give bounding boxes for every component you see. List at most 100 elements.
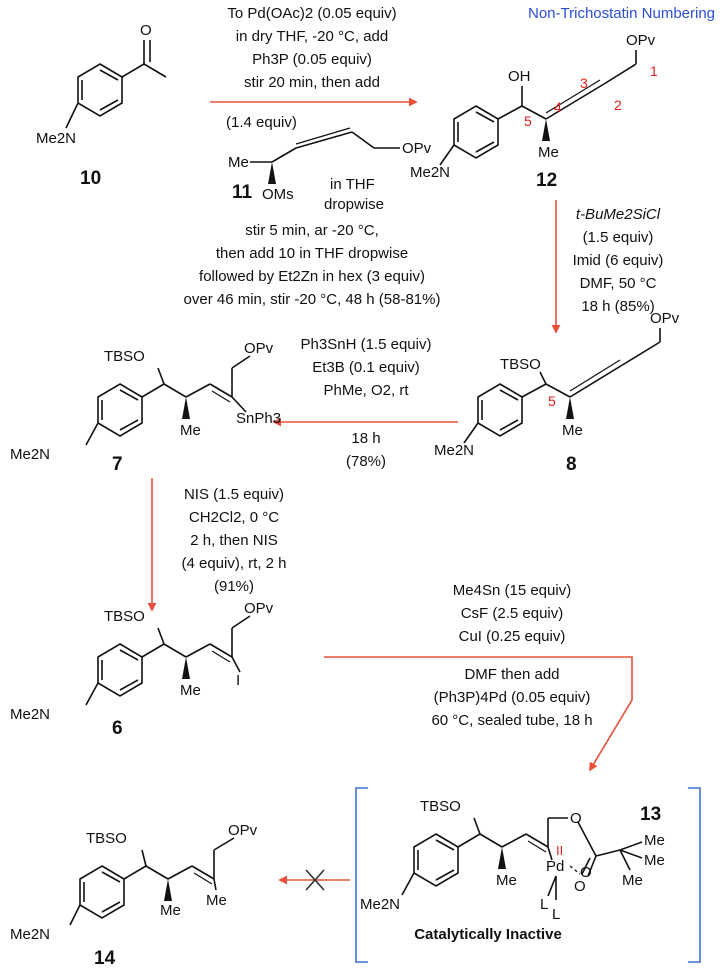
step1-condition-line-7: followed by Et2Zn in hex (3 equiv) [199,268,425,285]
compound-11-label: 11 [232,182,253,203]
c13-carbonyl-oxygen: O [580,864,592,881]
compound-12-structure [439,50,637,166]
c7-methyl-group: Me [180,422,201,439]
compound-13-wedge-bond [498,847,506,869]
cross-mark-icon [305,869,325,891]
c7-triphenylstannyl-group: SnPh3 [236,410,282,427]
step1-condition-line-2: in dry THF, -20 °C, add [235,28,389,45]
step5-condition-line-4: DMF then add [464,666,560,683]
reagent-11-addition: dropwise [324,196,385,213]
c10-dimethylamino-group: Me2N [36,130,77,147]
reagent-11-solvent: in THF [330,176,375,193]
reagent-11-equiv: (1.4 equiv) [226,114,297,131]
step3-condition-line-1: Ph3SnH (1.5 equiv) [300,336,432,353]
step4-condition-line-2: CH2Cl2, 0 °C [188,509,280,526]
c8-silyl-ether-group: TBSO [500,356,541,373]
c13-tbu-methyl-2: Me [644,852,665,869]
step5-condition-line-5: (Ph3P)4Pd (0.05 equiv) [433,689,591,706]
step4-condition-line-1: NIS (1.5 equiv) [183,486,285,503]
compound-14-wedge-bond [164,879,172,901]
compound-7-structure [85,355,251,446]
c12-methyl-group: Me [538,144,559,161]
compound-8-wedge-bond [566,397,574,419]
c12-carbon-number-1: 1 [650,63,658,79]
c6-silyl-ether-group: TBSO [104,608,145,625]
c13-dimethylamino-group: Me2N [360,896,401,913]
compound-11-wedge-bond [268,162,276,184]
c13-methyl-group: Me [496,872,517,889]
step5-condition-line-3: CuI (0.25 equiv) [458,628,566,645]
compound-10-label: 10 [80,168,102,189]
step1-condition-line-1: To Pd(OAc)2 (0.05 equiv) [227,5,397,22]
step1-condition-line-8: over 46 min, stir -20 °C, 48 h (58-81%) [183,291,441,308]
c13-ester-carbonyl-oxygen: O [574,878,586,895]
step2-condition-line-4: DMF, 50 °C [579,275,657,292]
step5-condition-line-6: 60 °C, sealed tube, 18 h [431,712,593,729]
compound-11-structure [250,127,400,163]
compound-8-label: 8 [566,454,577,475]
step1-condition-line-5: stir 5 min, ar -20 °C, [245,222,379,239]
c12-hydroxyl-group: OH [508,68,531,85]
c8-carbon-number-5: 5 [548,393,556,409]
step4-condition-line-3: 2 h, then NIS [190,532,278,549]
c14-pivalate-group: OPv [228,822,258,839]
c13-ligand-1: L [540,896,549,913]
step2-condition-line-2: (1.5 equiv) [582,229,654,246]
compound-13-pd-o-dative-bond [569,865,581,875]
c13-ester-oxygen: O [570,810,582,827]
step2-condition-line-1: t-BuMe2SiCl [575,206,661,223]
c13-caption: Catalytically Inactive [414,926,562,943]
c14-methyl-group-1: Me [160,902,181,919]
compound-10-structure [65,40,167,129]
compound-13-structure [401,817,643,900]
c12-carbon-number-3: 3 [580,75,588,91]
compound-6-label: 6 [112,718,123,739]
c12-dimethylamino-group: Me2N [410,164,451,181]
compound-7-label: 7 [112,454,123,475]
step4-condition-line-5: (91%) [213,578,255,595]
c8-methyl-group: Me [562,422,583,439]
aldehyde-oxygen-atom: O [140,22,152,39]
step5-condition-line-2: CsF (2.5 equiv) [460,605,564,622]
c11-mesylate-group: OMs [262,186,294,203]
c6-methyl-group: Me [180,682,201,699]
c13-pd-bond-order: II [556,843,564,858]
c7-silyl-ether-group: TBSO [104,348,145,365]
compound-8-structure [463,328,661,444]
step1-condition-line-3: Ph3P (0.05 equiv) [252,51,372,68]
step1-condition-line-6: then add 10 in THF dropwise [215,245,409,262]
numbering-note: Non-Trichostatin Numbering [528,5,716,22]
c12-carbon-number-4: 4 [554,99,562,115]
c8-pivalate-group: OPv [650,310,680,327]
bracket-compound-13 [355,787,701,963]
c11-pivalate-group: OPv [402,140,432,157]
compound-6-wedge-bond [182,657,190,679]
step5-condition-line-1: Me4Sn (15 equiv) [452,582,572,599]
c6-iodo-group: I [236,672,241,689]
c8-dimethylamino-group: Me2N [434,442,475,459]
c12-pivalate-group: OPv [626,32,656,49]
step3-condition-line-5: (78%) [345,453,387,470]
step4-condition-line-4: (4 equiv), rt, 2 h [181,555,287,572]
compound-14-structure [69,837,235,926]
c6-pivalate-group: OPv [244,600,274,617]
c13-ligand-2: L [552,906,561,923]
c13-tbu-methyl-1: Me [644,832,665,849]
c7-dimethylamino-group: Me2N [10,446,51,463]
step2-condition-line-5: 18 h (85%) [581,298,655,315]
c11-methyl-group: Me [228,154,249,171]
c13-silyl-ether-group: TBSO [420,798,461,815]
c14-silyl-ether-group: TBSO [86,830,127,847]
step3-condition-line-3: PhMe, O2, rt [323,382,409,399]
step3-condition-line-2: Et3B (0.1 equiv) [312,359,420,376]
c14-dimethylamino-group: Me2N [10,926,51,943]
step1-condition-line-4: stir 20 min, then add [244,74,380,91]
compound-12-label: 12 [536,170,558,191]
compound-13-label: 13 [640,804,662,825]
c6-dimethylamino-group: Me2N [10,706,51,723]
c13-tbu-methyl-3: Me [622,872,643,889]
arrow-step-5 [324,656,633,772]
compound-6-structure [85,615,251,706]
compound-7-wedge-bond [182,397,190,419]
